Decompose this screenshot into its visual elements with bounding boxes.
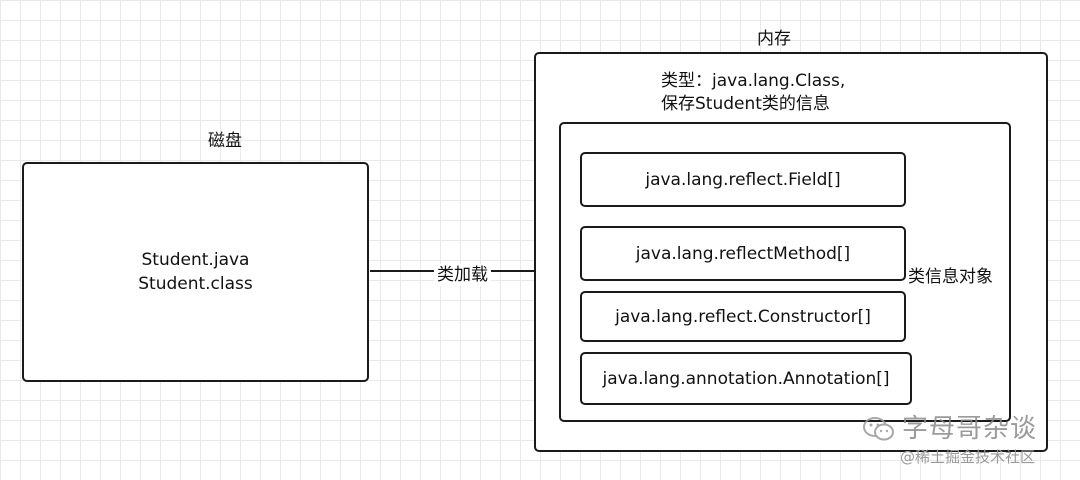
constructor-array-label: java.lang.reflect.Constructor[] xyxy=(615,306,871,327)
watermark: 字母哥杂谈 xyxy=(862,414,1037,444)
annotation-array-box: java.lang.annotation.Annotation[] xyxy=(580,352,912,405)
annotation-array-label: java.lang.annotation.Annotation[] xyxy=(602,368,890,389)
disk-box: Student.java Student.class xyxy=(22,162,369,382)
class-info-object-label: 类信息对象 xyxy=(908,266,993,288)
disk-file-class: Student.class xyxy=(138,274,253,294)
wechat-icon xyxy=(862,415,896,443)
watermark-title: 字母哥杂谈 xyxy=(902,414,1038,444)
method-array-label: java.lang.reflectMethod[] xyxy=(635,243,851,264)
type-caption-line1: 类型：java.lang.Class, xyxy=(661,71,846,91)
watermark-subtitle: @稀土掘金技术社区 xyxy=(900,448,1036,466)
type-caption-line2: 保存Student类的信息 xyxy=(661,94,830,114)
disk-file-java: Student.java xyxy=(141,250,250,270)
field-array-box: java.lang.reflect.Field[] xyxy=(580,152,906,207)
disk-label: 磁盘 xyxy=(208,131,242,151)
memory-label: 内存 xyxy=(757,29,791,49)
field-array-label: java.lang.reflect.Field[] xyxy=(645,169,841,190)
constructor-array-box: java.lang.reflect.Constructor[] xyxy=(580,291,906,342)
method-array-box: java.lang.reflectMethod[] xyxy=(580,226,906,281)
class-loading-label: 类加载 xyxy=(434,264,491,286)
